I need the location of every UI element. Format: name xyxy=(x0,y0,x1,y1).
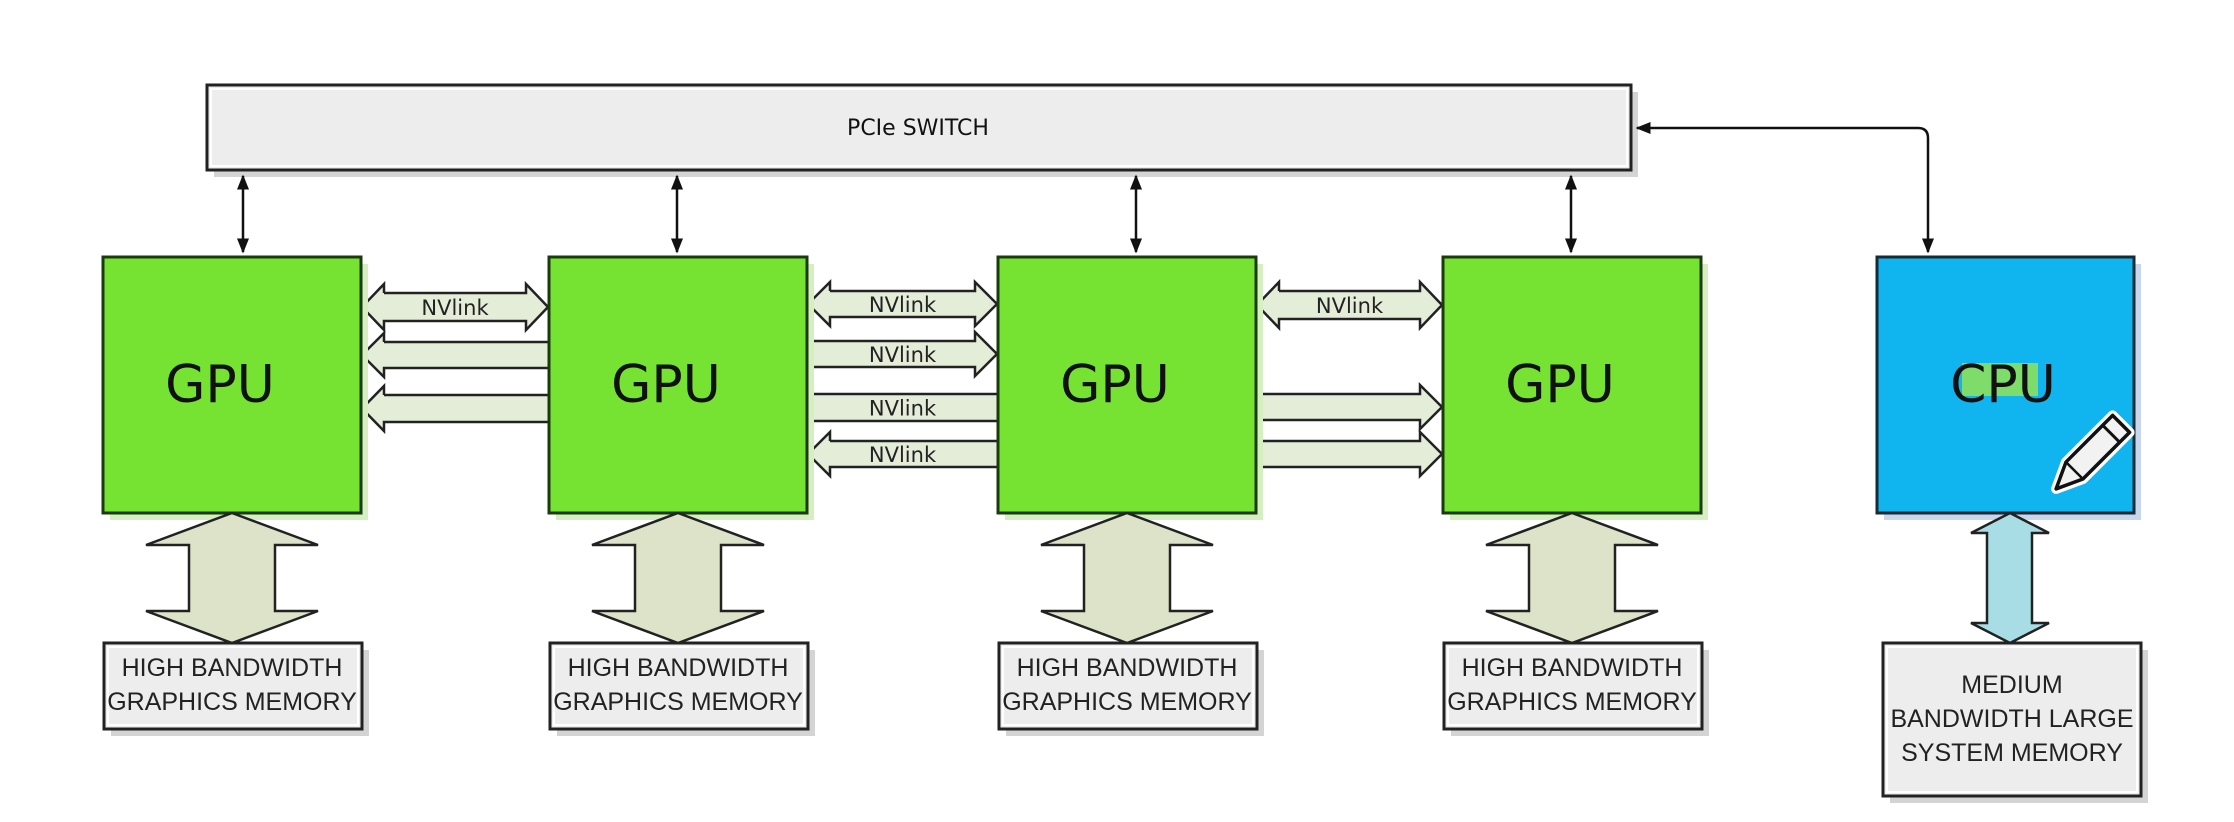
graphics-memory-box-3[interactable]: HIGH BANDWIDTH GRAPHICS MEMORY xyxy=(997,641,1264,736)
gpu-memory-arrow-1 xyxy=(145,511,319,645)
graphics-memory-box-1[interactable]: HIGH BANDWIDTH GRAPHICS MEMORY xyxy=(102,641,369,736)
gpu-node-3[interactable]: GPU xyxy=(996,255,1263,520)
nvlink-1[interactable]: NVlink xyxy=(360,280,550,334)
gpu-label: GPU xyxy=(165,355,275,415)
gpu-memory-arrow-2 xyxy=(591,511,765,645)
gpu-node-1[interactable]: GPU xyxy=(101,255,368,520)
gpu-memory-arrow-4 xyxy=(1485,511,1659,645)
gpu-memory-arrow-3 xyxy=(1040,511,1214,645)
nvlink-label: NVlink xyxy=(869,293,937,317)
nvlink-label: NVlink xyxy=(869,343,937,367)
nvlink-10[interactable] xyxy=(1257,428,1444,480)
pcie-links xyxy=(237,174,1577,254)
gpu-label: GPU xyxy=(1505,355,1615,415)
system-memory-line-3: SYSTEM MEMORY xyxy=(1901,739,2123,767)
graphics-memory-line-2: GRAPHICS MEMORY xyxy=(553,688,803,716)
cpu-memory-arrow xyxy=(1970,511,2050,645)
gpu-label: GPU xyxy=(1060,355,1170,415)
nvlink-label: NVlink xyxy=(1316,294,1384,318)
pcie-switch[interactable]: PCIe SWITCH xyxy=(205,83,1638,177)
nvlink-5[interactable]: NVlink xyxy=(808,328,999,380)
graphics-memory-line-2: GRAPHICS MEMORY xyxy=(107,688,357,716)
pcie-switch-label: PCIe SWITCH xyxy=(847,116,989,141)
nvlink-9[interactable] xyxy=(1257,381,1444,433)
graphics-memory-line-1: HIGH BANDWIDTH xyxy=(1462,654,1683,682)
gpu-group: GPU HIGH BANDWIDTH GRAPHICS MEMORY GPU HIGH … xyxy=(101,255,1709,736)
system-memory-line-2: BANDWIDTH LARGE xyxy=(1890,705,2133,733)
system-memory-box[interactable]: MEDIUM BANDWIDTH LARGE SYSTEM MEMORY xyxy=(1881,641,2148,803)
graphics-memory-line-1: HIGH BANDWIDTH xyxy=(122,654,343,682)
graphics-memory-line-1: HIGH BANDWIDTH xyxy=(1017,654,1238,682)
cpu-text-highlight xyxy=(1962,363,2038,396)
graphics-memory-line-2: GRAPHICS MEMORY xyxy=(1002,688,1252,716)
system-memory-line-1: MEDIUM xyxy=(1961,671,2062,699)
nvlink-label: NVlink xyxy=(869,443,937,467)
nvlink-8[interactable]: NVlink xyxy=(1255,278,1444,332)
graphics-memory-box-4[interactable]: HIGH BANDWIDTH GRAPHICS MEMORY xyxy=(1442,641,1709,736)
graphics-memory-box-2[interactable]: HIGH BANDWIDTH GRAPHICS MEMORY xyxy=(548,641,815,736)
nvlink-4[interactable]: NVlink xyxy=(806,278,999,330)
pencil-icon xyxy=(2051,410,2135,494)
pcie-cpu-connector xyxy=(1635,122,1934,254)
nvlink-6[interactable]: NVlink xyxy=(808,392,997,423)
nvlink-3[interactable] xyxy=(360,382,548,435)
nvlink-2[interactable] xyxy=(360,329,548,381)
graphics-memory-line-2: GRAPHICS MEMORY xyxy=(1447,688,1697,716)
nvlink-label: NVlink xyxy=(869,397,937,421)
nvlink-label: NVlink xyxy=(421,296,489,320)
cpu-node[interactable]: CPU xyxy=(1875,255,2141,520)
gpu-node-2[interactable]: GPU xyxy=(547,255,814,520)
cpu-label: CPU xyxy=(1950,355,2056,415)
gpu-label: GPU xyxy=(611,355,721,415)
graphics-memory-line-1: HIGH BANDWIDTH xyxy=(568,654,789,682)
gpu-node-4[interactable]: GPU xyxy=(1441,255,1708,520)
nvlink-7[interactable]: NVlink xyxy=(806,428,997,480)
